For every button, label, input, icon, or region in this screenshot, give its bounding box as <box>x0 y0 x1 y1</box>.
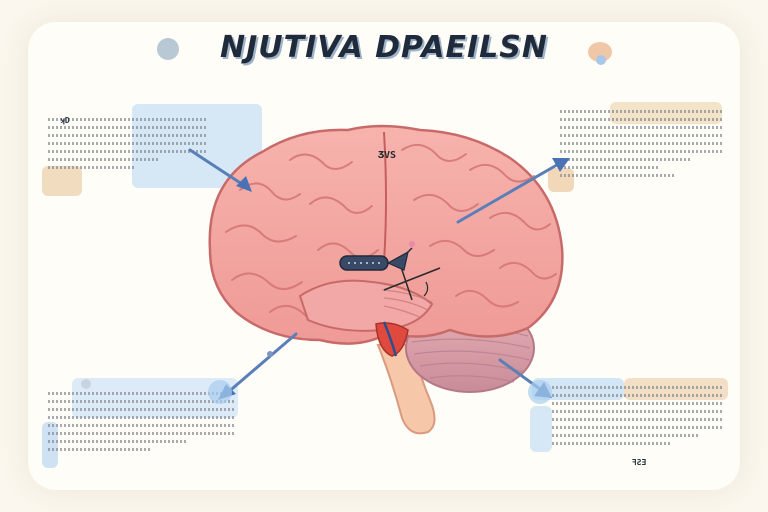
pointer-lines <box>383 263 441 301</box>
label-panel-bottom-right <box>524 376 730 468</box>
arrow-bottom-left <box>224 332 298 396</box>
brain-label-tag <box>339 255 389 271</box>
arrow-top-right <box>456 160 564 224</box>
label-panel-bottom-left <box>42 378 242 470</box>
panel-background-peach <box>42 166 82 196</box>
brain-folds <box>225 143 557 322</box>
panel-text-lines <box>48 118 208 174</box>
temporal-lobe <box>298 279 434 332</box>
panel-tag-bottom-right: ꟻƧƎ <box>632 458 647 467</box>
panel-background-blue-side <box>530 406 552 452</box>
arrowhead-top-left <box>236 176 252 192</box>
label-panel-top-right <box>540 102 730 194</box>
arrow-top-left <box>188 148 250 190</box>
brain-label: ƷVS <box>378 150 397 161</box>
panel-text-lines <box>552 386 724 450</box>
midbrain-blue <box>382 321 398 357</box>
midbrain-red <box>375 322 409 357</box>
arrowhead-top-right <box>552 158 570 172</box>
panel-tag-top-left: ʞD <box>60 116 70 125</box>
panel-background-peach-corner <box>548 168 574 192</box>
panel-text-lines <box>560 110 724 182</box>
panel-text-lines <box>48 392 234 456</box>
title-decoration-left <box>157 38 179 60</box>
brain-stem <box>376 344 436 435</box>
title-decoration-right <box>588 42 612 62</box>
title-decoration-right-blue <box>596 55 606 65</box>
longitudinal-fissure <box>383 131 387 263</box>
diagram-title: NJUTIVA DPAEILSN <box>220 30 548 65</box>
